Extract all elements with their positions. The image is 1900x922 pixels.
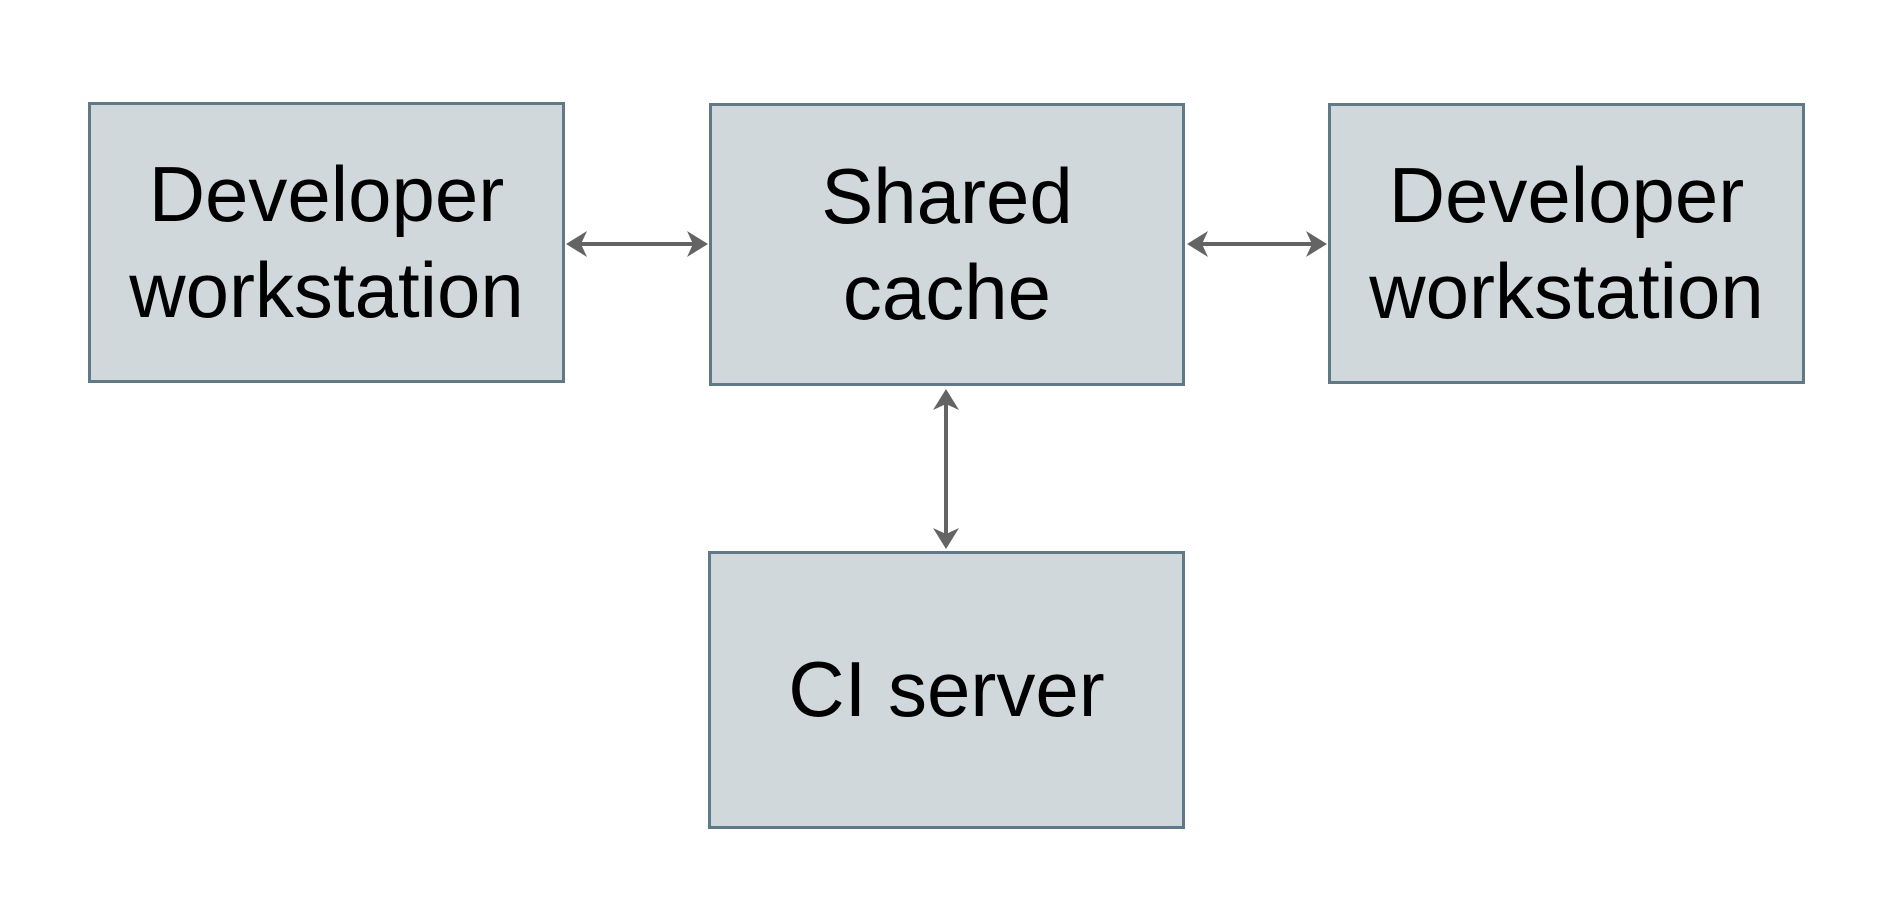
node-label: CI server xyxy=(788,642,1104,737)
label-line: Developer xyxy=(1388,151,1745,240)
node-label: Developer workstation xyxy=(129,147,524,337)
node-label: Developer workstation xyxy=(1369,148,1764,338)
node-shared-cache[interactable]: Shared cache xyxy=(709,103,1185,386)
label-line: workstation xyxy=(129,245,524,334)
label-line: Shared xyxy=(821,152,1073,241)
label-line: CI server xyxy=(788,645,1105,734)
node-developer-workstation-right[interactable]: Developer workstation xyxy=(1328,103,1805,384)
arrow-dev-left-shared-cache[interactable] xyxy=(566,231,708,257)
label-line: workstation xyxy=(1369,246,1764,335)
node-label: Shared cache xyxy=(821,149,1073,339)
node-ci-server[interactable]: CI server xyxy=(708,551,1185,829)
label-line: cache xyxy=(842,247,1052,336)
arrow-shared-cache-ci-server[interactable] xyxy=(933,389,959,549)
arrow-shared-cache-dev-right[interactable] xyxy=(1187,231,1327,257)
label-line: Developer xyxy=(148,150,505,239)
node-developer-workstation-left[interactable]: Developer workstation xyxy=(88,102,565,383)
